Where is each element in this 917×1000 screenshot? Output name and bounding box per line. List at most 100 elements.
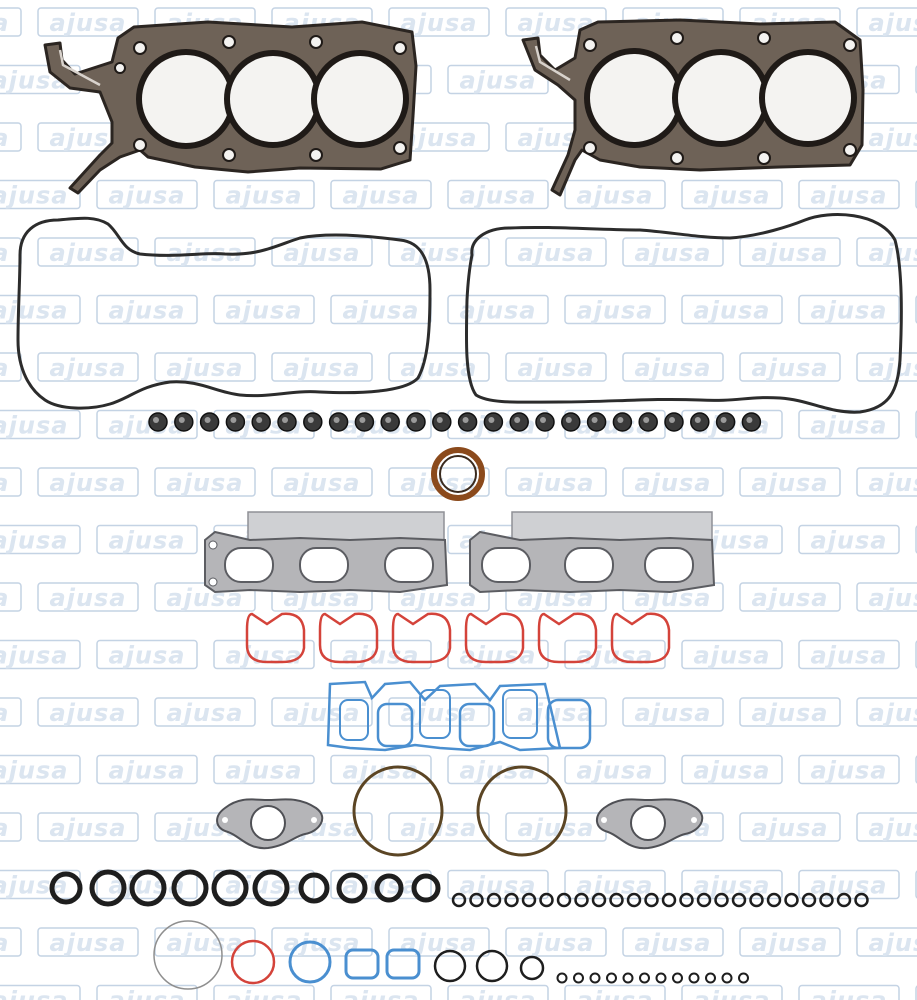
watermark-tile bbox=[271, 352, 373, 382]
watermark-brand-text: ajusa bbox=[226, 182, 303, 210]
watermark-brand-text: ajusa bbox=[869, 814, 917, 842]
left-flange-gasket bbox=[216, 798, 324, 850]
valve-stem-seal-highlight bbox=[282, 417, 288, 423]
watermark-brand-text: ajusa bbox=[109, 987, 186, 1000]
watermark-brand-text: ajusa bbox=[109, 757, 186, 785]
watermark-tile bbox=[915, 180, 917, 209]
watermark-brand-text: ajusa bbox=[0, 124, 10, 152]
small-orings-row bbox=[451, 892, 869, 908]
watermark-brand-text: ajusa bbox=[0, 929, 10, 957]
watermark-brand-text: ajusa bbox=[694, 987, 771, 1000]
watermark-tile bbox=[447, 754, 549, 785]
front-crank-seal bbox=[431, 447, 485, 501]
watermark-tile bbox=[96, 294, 198, 325]
right-valve-cover-gasket bbox=[464, 213, 903, 414]
valve-stem-seal-highlight bbox=[230, 417, 237, 423]
watermark-tile bbox=[739, 927, 841, 957]
blue-square-seal-2 bbox=[385, 948, 421, 980]
watermark-brand-text: ajusa bbox=[0, 987, 69, 1000]
watermark-brand-text: ajusa bbox=[752, 354, 829, 382]
left-exhaust-manifold-gasket bbox=[204, 511, 449, 594]
watermark-tile bbox=[622, 352, 724, 382]
watermark-tile bbox=[915, 640, 917, 669]
watermark-tile bbox=[798, 754, 900, 785]
valve-stem-seal-highlight bbox=[694, 417, 701, 423]
left-round-gasket bbox=[352, 765, 444, 857]
watermark-tile bbox=[330, 754, 432, 785]
watermark-tile bbox=[447, 294, 549, 325]
watermark-tile bbox=[505, 352, 607, 382]
watermark-brand-text: ajusa bbox=[343, 182, 420, 210]
watermark-brand-text: ajusa bbox=[577, 987, 654, 1000]
valve-stem-seal-highlight bbox=[617, 417, 624, 423]
watermark-tile bbox=[622, 237, 724, 267]
watermark-brand-text: ajusa bbox=[0, 699, 10, 727]
watermark-brand-text: ajusa bbox=[401, 929, 478, 957]
watermark-brand-text: ajusa bbox=[343, 642, 420, 670]
watermark-brand-text: ajusa bbox=[811, 297, 888, 325]
tiny-oring bbox=[556, 972, 568, 984]
tiny-oring bbox=[639, 972, 650, 984]
watermark-brand-text: ajusa bbox=[869, 354, 917, 382]
red-ring bbox=[230, 939, 276, 985]
watermark-tile bbox=[739, 237, 841, 267]
watermark-tile bbox=[330, 639, 432, 670]
watermark-brand-text: ajusa bbox=[50, 584, 127, 612]
valve-stem-seal-highlight bbox=[307, 417, 314, 423]
watermark-brand-text: ajusa bbox=[343, 987, 420, 1000]
valve-stem-seal-highlight bbox=[256, 417, 263, 423]
small-oring bbox=[486, 892, 502, 908]
watermark-tile bbox=[0, 697, 22, 727]
watermark-tile bbox=[271, 467, 373, 497]
large-oring bbox=[49, 871, 83, 905]
tiny-oring bbox=[655, 972, 667, 984]
thin-large-ring bbox=[153, 920, 223, 990]
intake-port-gasket bbox=[610, 612, 671, 664]
small-oring bbox=[714, 892, 729, 908]
small-oring bbox=[504, 892, 519, 908]
small-oring bbox=[854, 892, 869, 908]
watermark-brand-text: ajusa bbox=[0, 239, 10, 267]
valve-stem-seal-highlight bbox=[333, 417, 340, 423]
watermark-brand-text: ajusa bbox=[167, 929, 244, 957]
watermark-tile bbox=[915, 755, 917, 784]
small-oring bbox=[626, 892, 642, 908]
watermark-brand-text: ajusa bbox=[0, 814, 10, 842]
watermark-tile bbox=[798, 639, 900, 670]
black-ring-2 bbox=[475, 949, 509, 983]
watermark-brand-text: ajusa bbox=[0, 297, 69, 325]
small-oring bbox=[451, 892, 467, 908]
large-oring bbox=[129, 869, 167, 907]
watermark-brand-text: ajusa bbox=[460, 67, 537, 95]
black-ring-3 bbox=[519, 955, 545, 981]
watermark-brand-text: ajusa bbox=[284, 699, 361, 727]
watermark-tile bbox=[37, 582, 139, 612]
small-oring bbox=[784, 892, 799, 908]
valve-stem-seal-highlight bbox=[359, 417, 366, 423]
intake-port-gasket bbox=[391, 612, 452, 664]
watermark-brand-text: ajusa bbox=[752, 584, 829, 612]
small-oring bbox=[801, 892, 817, 908]
watermark-tile bbox=[0, 754, 81, 785]
large-oring bbox=[89, 869, 127, 907]
valve-stem-seal-highlight bbox=[204, 417, 211, 423]
watermark-brand-text: ajusa bbox=[518, 699, 595, 727]
watermark-tile bbox=[96, 179, 198, 210]
watermark-brand-text: ajusa bbox=[226, 757, 303, 785]
watermark-brand-text: ajusa bbox=[460, 757, 537, 785]
watermark-tile bbox=[856, 237, 917, 267]
watermark-tile bbox=[739, 697, 841, 727]
watermark-tile bbox=[739, 582, 841, 612]
watermark-tile bbox=[213, 754, 315, 785]
small-oring bbox=[644, 892, 659, 908]
watermark-tile bbox=[681, 294, 783, 325]
watermark-brand-text: ajusa bbox=[752, 239, 829, 267]
watermark-tile bbox=[0, 467, 22, 497]
watermark-tile bbox=[505, 467, 607, 497]
tiny-oring bbox=[622, 972, 634, 984]
watermark-tile bbox=[0, 122, 22, 152]
watermark-tile bbox=[96, 409, 198, 440]
watermark-tile bbox=[388, 237, 490, 267]
